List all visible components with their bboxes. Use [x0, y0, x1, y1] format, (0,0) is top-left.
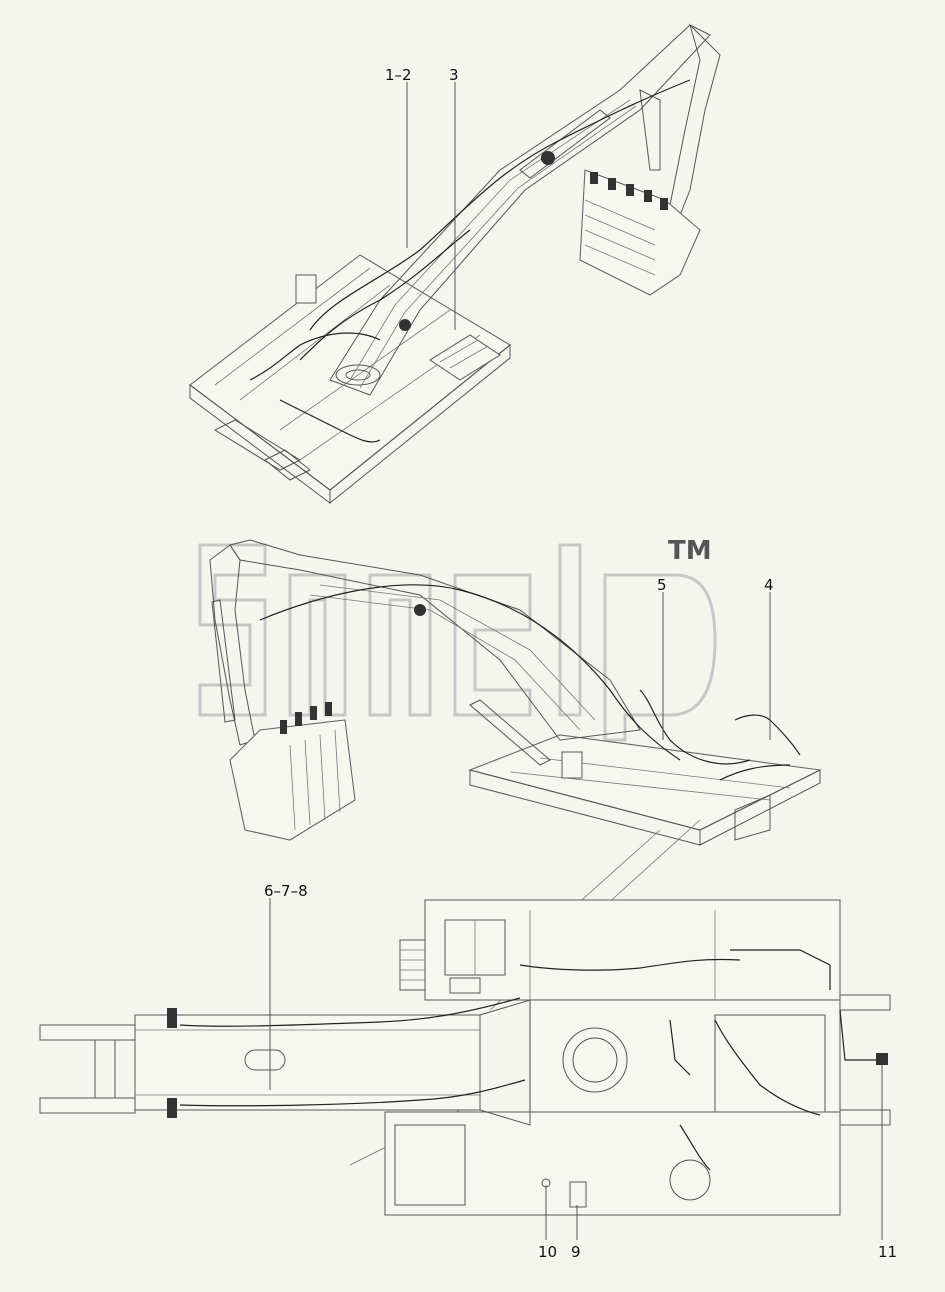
- middle-bucket: [229, 719, 356, 841]
- middle-boom: [229, 539, 641, 741]
- callout-4: 4: [764, 576, 774, 594]
- plan-boom: [134, 1014, 481, 1111]
- middle-control-box: [561, 751, 583, 779]
- callout-10: 10: [538, 1243, 557, 1261]
- upper-control-box: [295, 274, 317, 304]
- watermark-trademark: TM: [668, 536, 712, 566]
- callout-9: 9: [571, 1243, 581, 1261]
- upper-battery-box: [428, 334, 502, 381]
- callout-6-7-8: 6–7–8: [264, 882, 308, 900]
- upper-bucket: [579, 169, 701, 296]
- callout-3: 3: [449, 66, 459, 84]
- isometric-view-upper: [189, 23, 721, 505]
- callout-5: 5: [657, 576, 667, 594]
- callout-11: 11: [878, 1243, 897, 1261]
- callout-1-2: 1–2: [385, 66, 412, 84]
- plan-connector-11: [876, 1053, 888, 1065]
- plan-view: [39, 899, 891, 1216]
- isometric-view-middle: [209, 539, 822, 846]
- upper-arm: [669, 23, 721, 216]
